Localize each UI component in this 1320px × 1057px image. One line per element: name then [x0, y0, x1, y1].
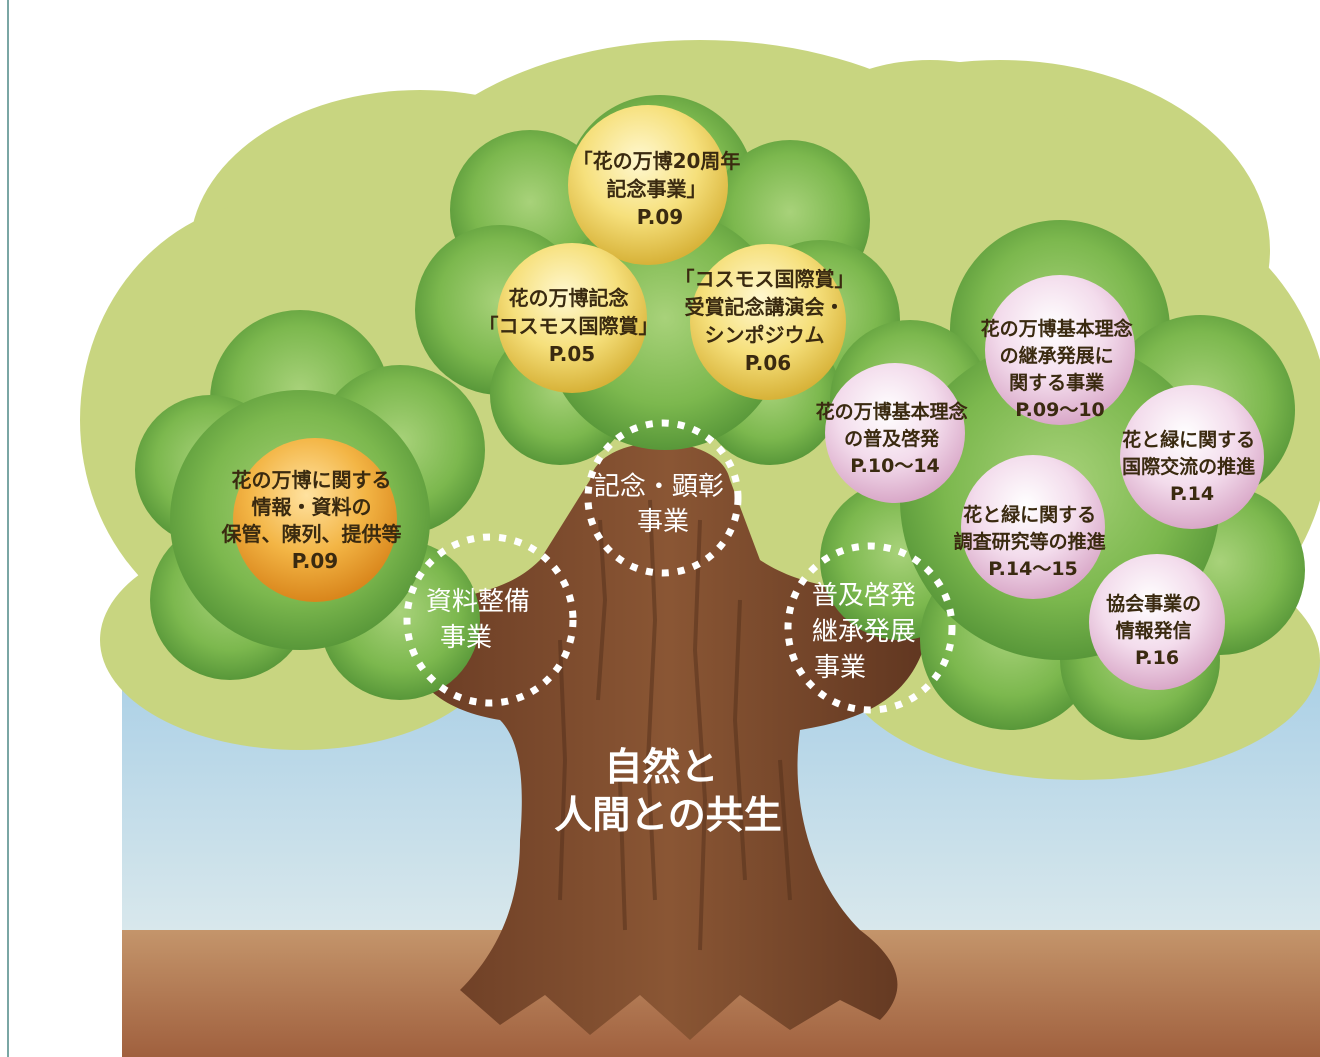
svg-text:花の万博に関する 情報・資料の 保管: 花の万博に関する 情報・資料の 保管、陳列、提供等 P.09: [221, 468, 409, 573]
bark-texture: [558, 499, 792, 951]
ball-research: 花と緑に関する 調査研究等の推進 P.14～15: [954, 455, 1113, 599]
ball-cosmos: 花の万博記念 「コスモス国際賞」 P.05: [479, 243, 666, 393]
core-circle-shiryo: 資料整備 事業: [403, 533, 577, 707]
svg-text:花と緑に関する 国際交流の推進 P.: 花と緑に関する 国際交流の推進 P.14: [1122, 428, 1262, 505]
svg-text:花の万博基本理念 の継承発展に 関す: 花の万博基本理念 の継承発展に 関する事業 P.09～10: [981, 317, 1140, 421]
trunk-title: 自然と 人間との共生: [554, 745, 782, 837]
svg-text:自然と 人間との共生: 自然と 人間との共生: [554, 745, 782, 837]
core-circle-fukyu: 普及啓発 継承発展 事業: [784, 542, 956, 714]
svg-text:協会事業の 情報発信 P.16: 協会事業の 情報発信 P.16: [1106, 592, 1208, 669]
svg-text:記念・顕彰 事業: 記念・顕彰 事業: [594, 472, 732, 537]
svg-text:資料整備 事業: 資料整備 事業: [426, 587, 538, 653]
core-circle-kinen: 記念・顕彰 事業: [584, 419, 742, 577]
ball-succession: 花の万博基本理念 の継承発展に 関する事業 P.09～10: [981, 275, 1140, 425]
ball-cosmos-lecture: 「コスモス国際賞」 受賞記念講演会・ シンポジウム P.06: [675, 244, 862, 400]
ball-spread: 花の万博基本理念 の普及啓発 P.10～14: [816, 363, 975, 503]
ball-intl: 花と緑に関する 国際交流の推進 P.14: [1120, 385, 1264, 529]
svg-text:花と緑に関する 調査研究等の推進 P: 花と緑に関する 調査研究等の推進 P.14～15: [954, 503, 1113, 580]
svg-text:花の万博記念 「コスモス国際賞」 P: 花の万博記念 「コスモス国際賞」 P.05: [479, 286, 666, 366]
svg-text:普及啓発 継承発展 事業: 普及啓発 継承発展 事業: [812, 581, 924, 683]
svg-text:「花の万博20周年 記念事業」 P.: 「花の万博20周年 記念事業」 P.09: [573, 149, 748, 229]
ball-archive: 花の万博に関する 情報・資料の 保管、陳列、提供等 P.09: [221, 438, 409, 602]
ball-info: 協会事業の 情報発信 P.16: [1089, 554, 1225, 690]
svg-text:「コスモス国際賞」 受賞記念講演会・: 「コスモス国際賞」 受賞記念講演会・ シンポジウム P.06: [675, 267, 862, 375]
trunk: [408, 442, 930, 1040]
ball-20th: 「花の万博20周年 記念事業」 P.09: [568, 105, 748, 265]
svg-text:花の万博基本理念 の普及啓発 P.1: 花の万博基本理念 の普及啓発 P.10～14: [816, 400, 975, 477]
